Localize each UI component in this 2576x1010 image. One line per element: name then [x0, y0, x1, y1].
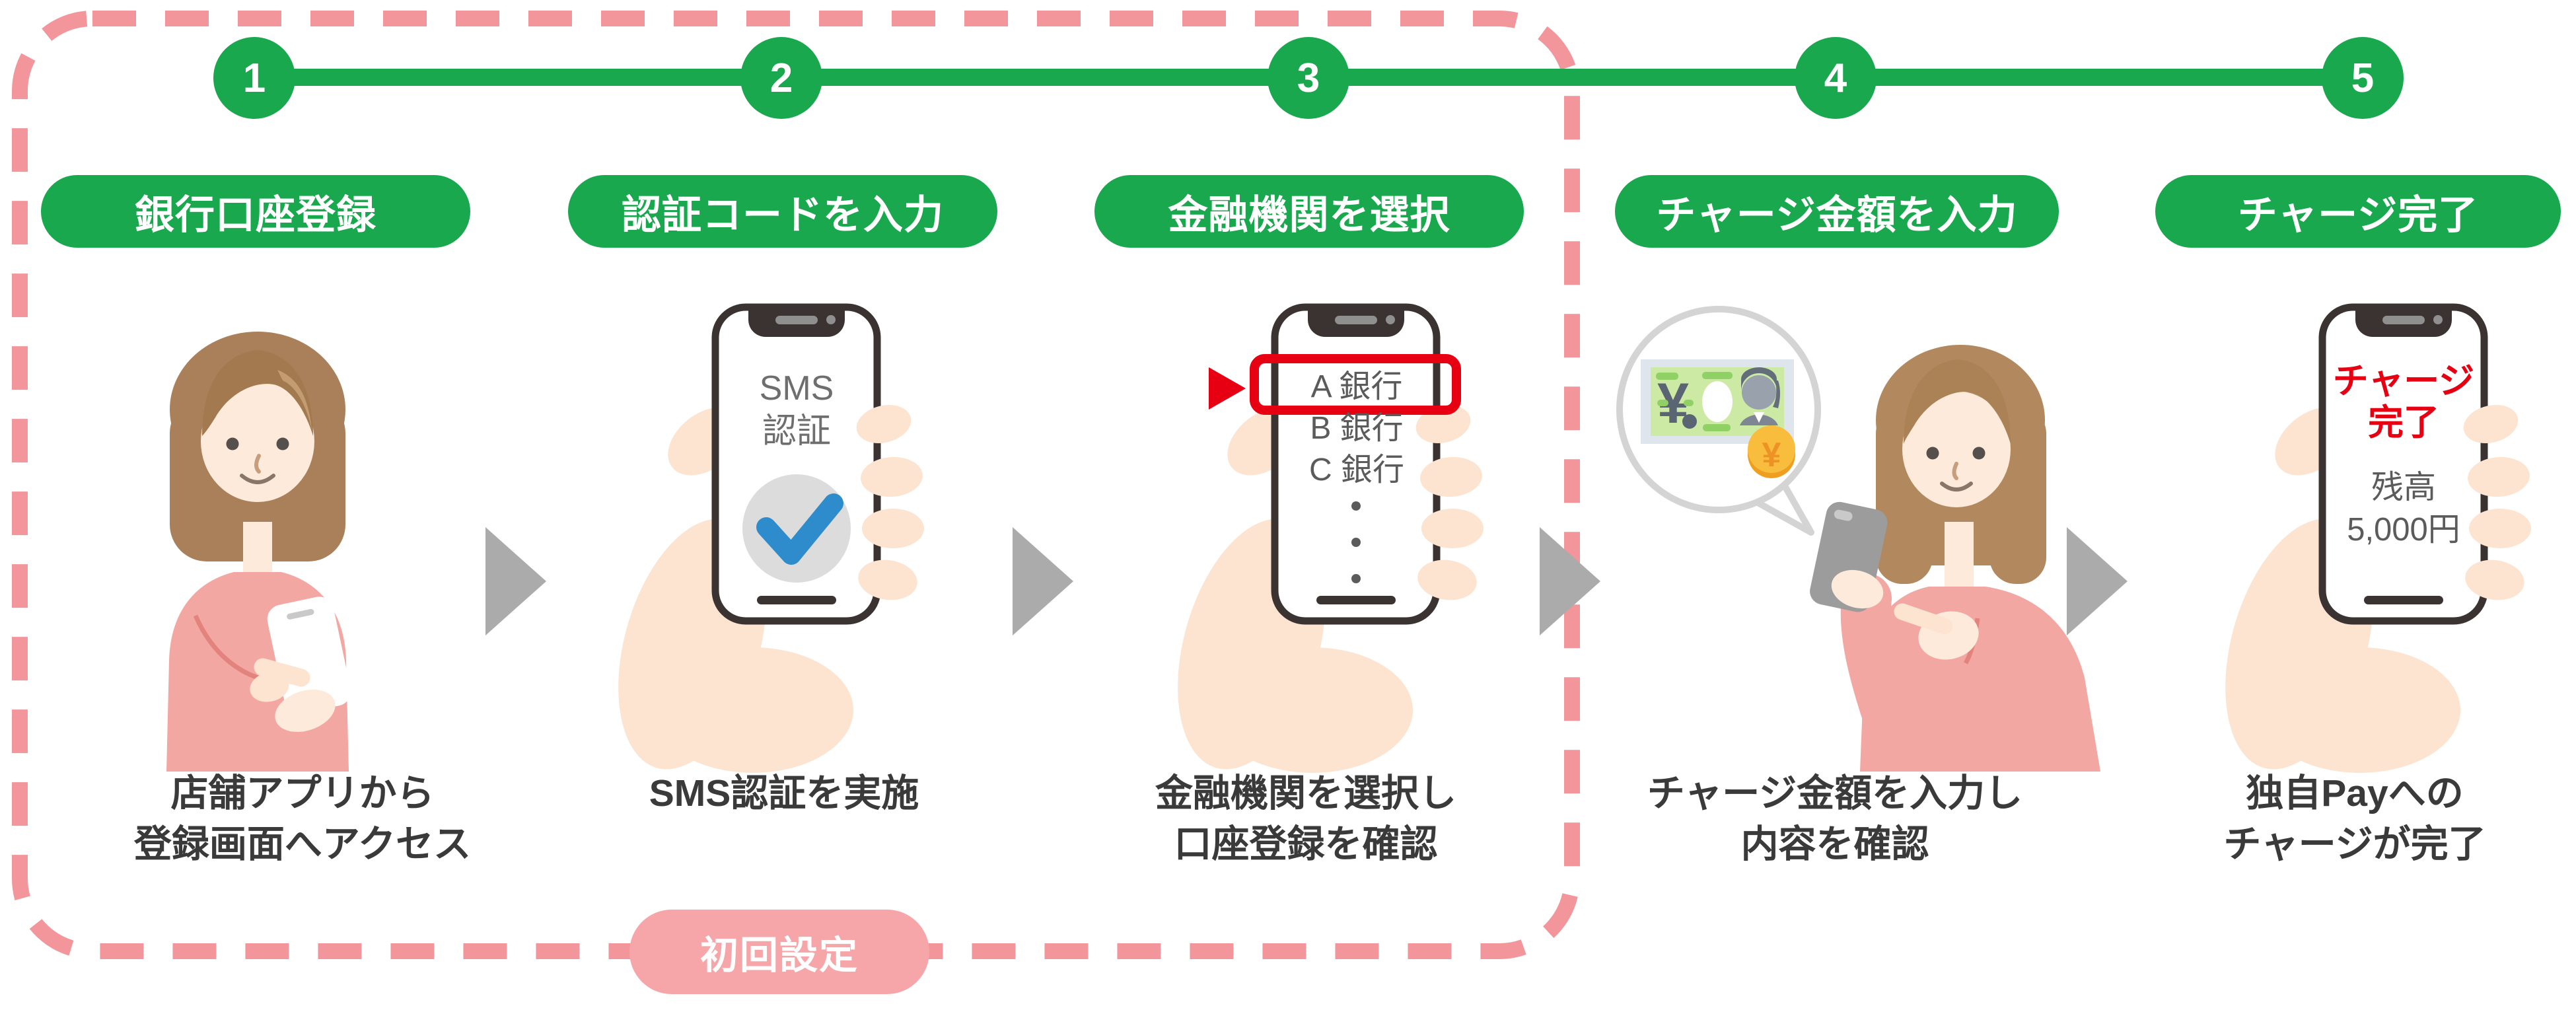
balance-screen-text: 残高 5,000円	[2323, 466, 2484, 551]
ellipsis-dots	[1351, 501, 1361, 583]
sms-auth-screen-text: SMS 認証	[759, 369, 834, 451]
balance-value: 5,000円	[2347, 512, 2460, 548]
step-caption-3: 金融機関を選択し口座登録を確認	[1155, 772, 1456, 865]
yen-coin-icon: ¥	[1748, 425, 1795, 478]
step-label-2: 認証コードを入力	[568, 175, 997, 248]
arrow-right-icon	[485, 527, 546, 635]
step-circle-4: 4	[1795, 37, 1877, 119]
step-caption-2: SMS認証を実施	[649, 772, 919, 814]
bank-list-screen-text: A 銀行 B 銀行 C 銀行	[1276, 366, 1437, 491]
highlight-box	[1250, 354, 1461, 415]
step-circle-3: 3	[1268, 37, 1349, 119]
step-label-5: チャージ完了	[2155, 175, 2561, 248]
eye-icon	[226, 437, 239, 451]
balance-label: 残高	[2371, 470, 2436, 505]
bank-list-item: C 銀行	[1308, 452, 1404, 487]
charge-complete-screen-text: チャージ 完了	[2332, 361, 2475, 443]
yen-symbol: ¥	[1762, 436, 1781, 474]
bank-selection-highlight	[1209, 354, 1461, 583]
woman-with-phone-illustration	[166, 332, 351, 772]
arrow-right-icon	[1540, 527, 1600, 635]
step-caption-5: 独自Payへのチャージが完了	[2223, 772, 2486, 865]
first-time-setup-badge: 初回設定	[629, 910, 929, 994]
banknote-icon: ¥	[1641, 359, 1795, 478]
step-circle-5: 5	[2322, 37, 2404, 119]
eye-icon	[1972, 447, 1986, 460]
step-label-1: 銀行口座登録	[41, 175, 470, 248]
arrow-right-icon	[1013, 527, 1073, 635]
sms-check-icon	[742, 474, 851, 583]
step-label-4: チャージ金額を入力	[1615, 175, 2059, 248]
step-caption-4: チャージ金額を入力し内容を確認	[1647, 772, 2023, 865]
eye-icon	[276, 437, 289, 451]
woman-with-phone-illustration-2	[1810, 345, 2100, 772]
arrow-right-icon	[2067, 527, 2128, 635]
step-label-3: 金融機関を選択	[1094, 175, 1524, 248]
bank-list-item: B 銀行	[1310, 411, 1404, 446]
step-circle-2: 2	[740, 37, 822, 119]
money-speech-bubble: ¥	[1616, 306, 1821, 536]
pointer-triangle-icon	[1209, 367, 1246, 410]
bank-list-item: A 銀行	[1310, 369, 1403, 404]
step-caption-1: 店舗アプリから登録画面へアクセス	[133, 772, 472, 865]
eye-icon	[1926, 447, 1939, 460]
checkmark-icon	[756, 493, 843, 565]
portrait-icon	[1740, 367, 1780, 425]
step-circle-1: 1	[213, 37, 295, 119]
